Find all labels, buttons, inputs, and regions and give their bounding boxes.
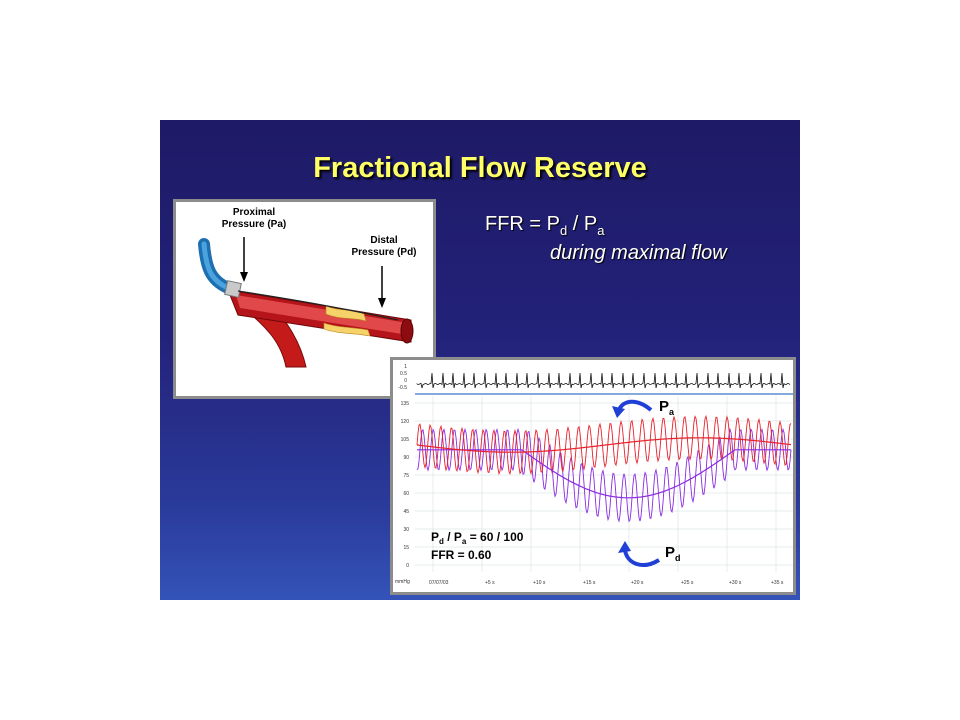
pressure-tick: 90 xyxy=(403,455,409,461)
pressure-tracing: 1 0.5 0 -0.5 135 120 105 90 75 60 45 30 … xyxy=(390,357,796,595)
pressure-tick: 15 xyxy=(403,545,409,551)
time-tick: +30 s xyxy=(729,580,742,586)
distal-label-line1: Distal xyxy=(370,235,398,246)
ecg-axis: 1 0.5 0 -0.5 xyxy=(398,364,407,391)
pressure-tick: 120 xyxy=(401,419,410,425)
pa-trace xyxy=(416,414,792,476)
proximal-pressure-label: Proximal Pressure (Pa) xyxy=(204,207,304,231)
artery-illustration xyxy=(198,237,414,368)
pd-arrowhead xyxy=(618,541,631,553)
formula-lhs: FFR = P xyxy=(485,213,561,235)
time-tick: +25 s xyxy=(681,580,694,586)
pa-arrowhead xyxy=(612,406,625,418)
pd-curved-arrow xyxy=(623,549,661,567)
time-tick: +20 s xyxy=(631,580,644,586)
formula-note: during maximal flow xyxy=(550,242,727,264)
time-tick: +5 s xyxy=(485,580,495,586)
time-axis: 07/07/03 +5 s +10 s +15 s +20 s +25 s +3… xyxy=(429,580,784,586)
ecg-tick: 1 xyxy=(404,364,407,370)
pressure-axis: 135 120 105 90 75 60 45 30 15 0 mmHg xyxy=(395,401,410,585)
pa-curved-arrow xyxy=(617,399,653,412)
pressure-tick: 45 xyxy=(403,509,409,515)
ffr-value-text: FFR = 0.60 xyxy=(431,548,492,562)
pd-mean-trace xyxy=(417,449,791,499)
y-unit: mmHg xyxy=(395,579,410,585)
pressure-tick: 30 xyxy=(403,527,409,533)
ecg-trace xyxy=(416,372,791,389)
proximal-label-line1: Proximal xyxy=(232,207,276,218)
slide-title: Fractional Flow Reserve xyxy=(313,152,647,184)
pressure-tick: 0 xyxy=(406,563,409,569)
time-tick: +35 s xyxy=(771,580,784,586)
pressure-tick: 75 xyxy=(403,473,409,479)
proximal-label-line2: Pressure (Pa) xyxy=(221,219,287,230)
ffr-formula: FFR = Pd / Pa xyxy=(485,213,605,238)
formula-mid: / P xyxy=(567,213,598,235)
pa-mean-trace xyxy=(416,437,792,453)
pressure-tracing-svg: 1 0.5 0 -0.5 135 120 105 90 75 60 45 30 … xyxy=(393,360,793,592)
pressure-tick: 60 xyxy=(403,491,409,497)
ecg-tick: -0.5 xyxy=(398,385,407,391)
formula-sub-d: d xyxy=(560,223,568,238)
pressure-ratio-text: Pd / Pa = 60 / 100 xyxy=(431,530,524,546)
distal-pressure-label: Distal Pressure (Pd) xyxy=(334,235,434,259)
formula-sub-a: a xyxy=(597,223,605,238)
pressure-tick: 105 xyxy=(401,437,410,443)
pd-label: Pd xyxy=(665,544,681,563)
distal-label-line2: Pressure (Pd) xyxy=(351,247,417,258)
pressure-tick: 135 xyxy=(401,401,410,407)
pa-label: Pa xyxy=(659,398,675,417)
ecg-tick: 0 xyxy=(404,378,407,384)
time-tick: 07/07/03 xyxy=(429,580,449,586)
time-tick: +15 s xyxy=(583,580,596,586)
ecg-tick: 0.5 xyxy=(400,371,407,377)
slide: Fractional Flow Reserve FFR = Pd / Pa du… xyxy=(160,120,800,600)
time-tick: +10 s xyxy=(533,580,546,586)
